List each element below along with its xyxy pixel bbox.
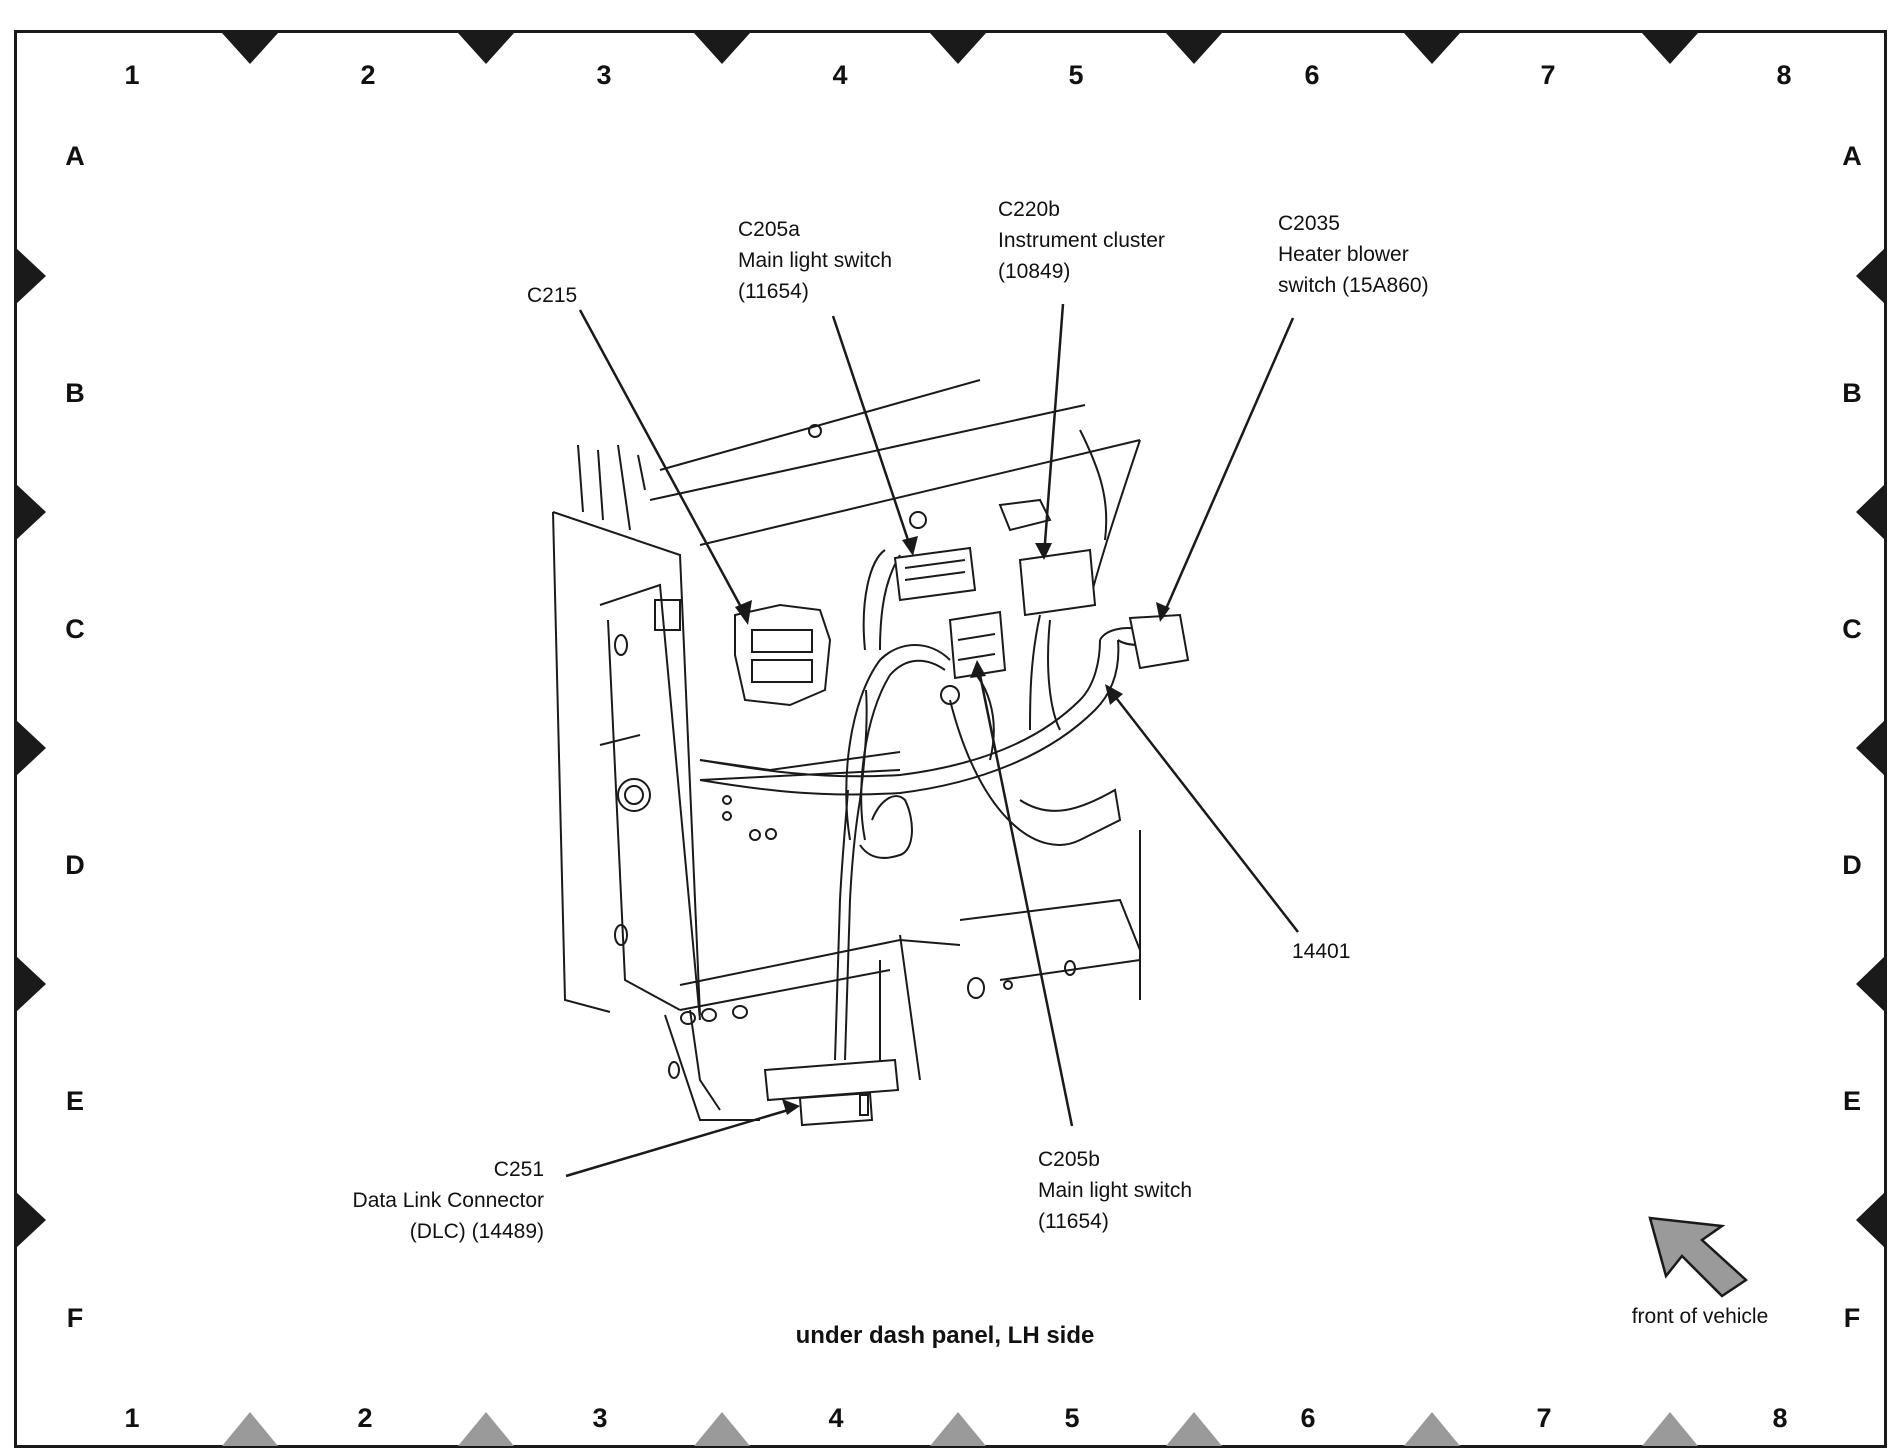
grid-row-left-E: E: [65, 1086, 84, 1116]
callout-c251-id: C251: [493, 1158, 544, 1181]
diagram-caption: under dash panel, LH side: [795, 1322, 1095, 1349]
grid-row-left-B: B: [65, 378, 85, 408]
callout-c205b-id: C205b: [1038, 1148, 1100, 1171]
grid-row-left-A: A: [65, 141, 85, 171]
grid-col-top-8: 8: [1776, 60, 1792, 90]
callout-harness-14401: 14401: [1292, 936, 1350, 967]
grid-col-bottom-2: 2: [357, 1403, 373, 1433]
grid-col-top-7: 7: [1540, 60, 1556, 90]
grid-row-right-A: A: [1842, 141, 1862, 171]
grid-col-top-1: 1: [124, 60, 140, 90]
grid-row-left-D: D: [65, 850, 85, 880]
grid-row-left-F: F: [66, 1303, 84, 1333]
grid-row-right-B: B: [1842, 378, 1862, 408]
diagram-frame: [14, 30, 1887, 1448]
front-arrow-icon: [1648, 1216, 1749, 1298]
callout-c251-part: (DLC) (14489): [409, 1220, 544, 1243]
grid-col-top-2: 2: [360, 60, 376, 90]
grid-col-top-4: 4: [832, 60, 848, 90]
grid-row-left-C: C: [65, 614, 85, 644]
callout-c251-desc: Data Link Connector: [352, 1189, 544, 1212]
grid-row-right-C: C: [1842, 614, 1862, 644]
leader-lines: [565, 303, 1299, 1178]
leader-arrowheads: [735, 536, 1170, 1115]
grid-row-right-D: D: [1842, 850, 1862, 880]
callout-c205a-id: C205a: [738, 218, 800, 241]
callout-c2035: C2035 Heater blower switch (15A860): [1278, 208, 1429, 301]
callout-harness-id: 14401: [1292, 940, 1351, 963]
callout-c220b-desc: Instrument cluster: [998, 229, 1165, 252]
grid-col-top-6: 6: [1304, 60, 1320, 90]
grid-col-top-3: 3: [596, 60, 612, 90]
grid-col-bottom-6: 6: [1300, 1403, 1316, 1433]
grid-col-bottom-7: 7: [1536, 1403, 1552, 1433]
callout-c220b-id: C220b: [998, 198, 1060, 221]
grid-row-right-E: E: [1842, 1086, 1861, 1116]
callout-c205b-part: (11654): [1038, 1210, 1109, 1233]
grid-col-bottom-5: 5: [1064, 1403, 1080, 1433]
callout-c220b: C220b Instrument cluster (10849): [998, 194, 1165, 287]
callout-c220b-part: (10849): [998, 260, 1071, 283]
panel-holes: [599, 424, 1076, 1079]
grid-col-bottom-1: 1: [124, 1403, 140, 1433]
callout-c205a-part: (11654): [738, 280, 809, 303]
border-ticks: [16, 33, 1885, 1446]
wiring-harness-14401: [699, 549, 1141, 1061]
grid-col-bottom-8: 8: [1772, 1403, 1788, 1433]
callout-c2035-part: switch (15A860): [1278, 274, 1429, 297]
grid-col-bottom-3: 3: [592, 1403, 608, 1433]
callout-c205a-desc: Main light switch: [738, 249, 893, 272]
callout-c205b-desc: Main light switch: [1038, 1179, 1193, 1202]
callout-c205a: C205a Main light switch (11654): [738, 214, 892, 307]
grid-row-right-F: F: [1843, 1303, 1861, 1333]
callout-c215-id: C215: [527, 284, 578, 307]
grid-col-top-5: 5: [1068, 60, 1084, 90]
callout-c215: C215: [527, 280, 577, 311]
dash-panel-structure: [552, 379, 1141, 1121]
grid-col-bottom-4: 4: [828, 1403, 844, 1433]
callout-c2035-desc: Heater blower: [1278, 243, 1409, 266]
callout-c205b: C205b Main light switch (11654): [1038, 1144, 1192, 1237]
connectors: [734, 546, 1190, 1127]
callout-c251: C251 Data Link Connector (DLC) (14489): [300, 1154, 544, 1247]
callout-c2035-id: C2035: [1278, 212, 1340, 235]
front-of-vehicle-label: front of vehicle: [1631, 1305, 1769, 1328]
